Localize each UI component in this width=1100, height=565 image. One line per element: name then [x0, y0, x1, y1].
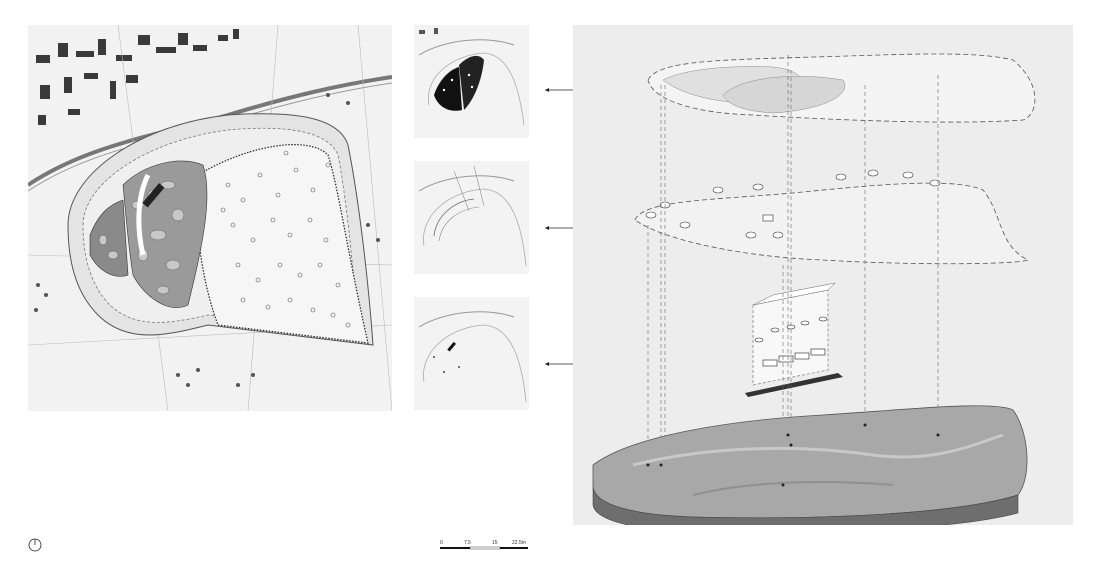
- exploded-axonometric: [573, 25, 1073, 525]
- pavilion-building: [142, 183, 165, 208]
- pavilion-highlight: [447, 341, 456, 352]
- scale-bar: 0 7.5 15 22.5m: [440, 538, 530, 556]
- seating-elements: [645, 169, 941, 239]
- stone-field-west: [89, 199, 129, 277]
- phase-thumbnail-3: [414, 297, 529, 410]
- scale-tick-0: 0: [440, 540, 443, 546]
- scale-tick-2: 15: [492, 540, 498, 546]
- projection-lines: [647, 55, 939, 485]
- site-plan-drawing: [28, 25, 392, 411]
- north-arrow-icon: [28, 538, 42, 552]
- site-plan-map: [28, 25, 392, 411]
- terrain-model-top: [592, 405, 1028, 519]
- pavilion-base: [745, 373, 843, 397]
- park-boundary: [196, 144, 369, 344]
- phase-thumbnail-2: [414, 161, 529, 274]
- pavilion-structure: [745, 282, 843, 397]
- tree-circles: [220, 150, 351, 328]
- layer-topography: [634, 182, 1030, 265]
- scale-tick-3: 22.5m: [512, 540, 526, 546]
- stone-field-highlight: [434, 67, 462, 111]
- terrain-model-side: [592, 486, 1019, 525]
- scale-tick-1: 7.5: [464, 540, 471, 546]
- urban-blocks: [36, 29, 239, 125]
- phase-thumbnail-1: [414, 25, 529, 138]
